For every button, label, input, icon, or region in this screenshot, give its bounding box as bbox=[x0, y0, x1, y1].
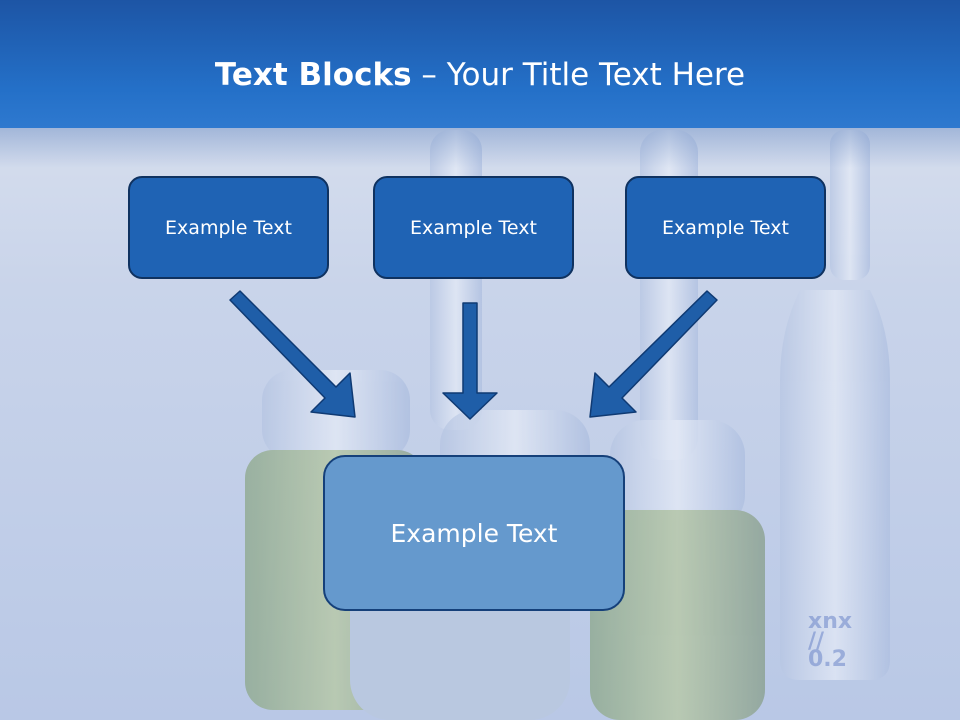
text-block-1-label: Example Text bbox=[165, 216, 292, 239]
arrow-down-icon bbox=[442, 302, 498, 420]
title-rest: Your Title Text Here bbox=[446, 57, 746, 93]
center-text-block[interactable]: Example Text bbox=[323, 455, 625, 611]
arrow-right-down-icon bbox=[589, 290, 718, 418]
text-block-1[interactable]: Example Text bbox=[128, 176, 329, 279]
arrow-left-down-icon bbox=[229, 290, 356, 418]
text-block-3-label: Example Text bbox=[662, 216, 789, 239]
title-bar-fade bbox=[0, 128, 960, 168]
slide-title: Text Blocks – Your Title Text Here bbox=[0, 52, 960, 98]
text-block-3[interactable]: Example Text bbox=[625, 176, 826, 279]
svg-text://: // bbox=[808, 629, 825, 654]
text-block-2-label: Example Text bbox=[410, 216, 537, 239]
svg-text:0.2: 0.2 bbox=[808, 647, 847, 672]
svg-text:xnx: xnx bbox=[808, 609, 852, 634]
title-dash: – bbox=[411, 57, 447, 93]
title-bar bbox=[0, 0, 960, 128]
text-block-2[interactable]: Example Text bbox=[373, 176, 574, 279]
center-text-block-label: Example Text bbox=[390, 518, 558, 548]
title-bold: Text Blocks bbox=[214, 57, 412, 93]
